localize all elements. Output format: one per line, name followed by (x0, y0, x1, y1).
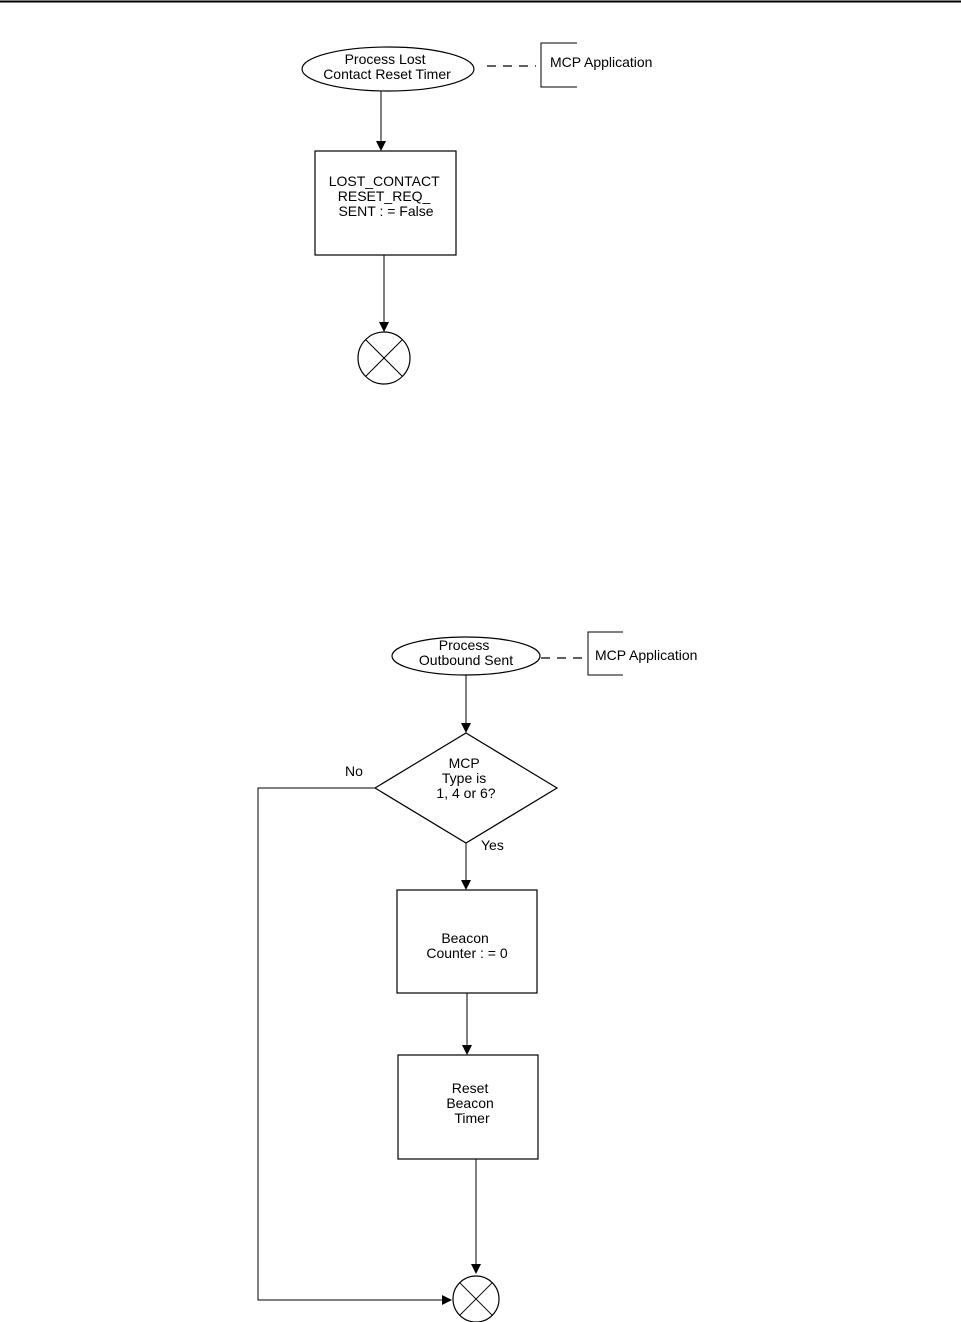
annotation-1-label: MCP Application (550, 54, 652, 70)
process-box-3-line-3: Timer (454, 1110, 490, 1126)
start-terminal-2-line-2: Outbound Sent (419, 652, 513, 668)
process-box-1-line-1: LOST_CONTACT (329, 173, 440, 189)
start-terminal-1: Process Lost Contact Reset Timer (301, 46, 475, 92)
svg-text:LOST_CONTACT RESET_REQ: LOST_CONTACT RESET_REQ_ SENT : = False (329, 173, 444, 219)
start-terminal-2: Process Outbound Sent (391, 636, 541, 676)
connector-no-branch (257, 787, 452, 1305)
svg-text:Process Outbound Sent: Process Outbound Sent (419, 637, 513, 668)
start-terminal-1-line-2: Contact Reset Timer (323, 66, 451, 82)
process-box-2-line-2: Counter : = 0 (426, 945, 508, 961)
process-box-1: LOST_CONTACT RESET_REQ_ SENT : = False (314, 150, 457, 256)
svg-text:MCP Type is 1,: MCP Type is 1, 4 or 6? (436, 755, 495, 801)
svg-text:Process Lost Contact R: Process Lost Contact Reset Timer (323, 51, 451, 82)
process-box-1-line-3: SENT : = False (338, 203, 433, 219)
process-box-2: Beacon Counter : = 0 (396, 889, 538, 994)
start-terminal-2-line-1: Process (439, 637, 490, 653)
end-connector-1 (357, 331, 411, 385)
process-box-3-line-2: Beacon (446, 1095, 493, 1111)
annotation-2-label: MCP Application (595, 647, 697, 663)
svg-text:Reset Beacon T: Reset Beacon Timer (446, 1080, 497, 1126)
start-terminal-1-line-1: Process Lost (345, 51, 426, 67)
end-connector-2 (452, 1275, 500, 1322)
svg-text:Beacon Counter : = 0: Beacon Counter : = 0 (426, 930, 508, 961)
yes-branch-label: Yes (481, 837, 504, 853)
flowchart-2: Process Outbound Sent MCP Application MC… (257, 631, 697, 1322)
process-box-3-line-1: Reset (452, 1080, 489, 1096)
flowchart-1: Process Lost Contact Reset Timer MCP App… (301, 42, 652, 385)
decision-line-2: Type is (442, 770, 486, 786)
process-box-1-line-2: RESET_REQ_ (338, 188, 431, 204)
decision-line-3: 1, 4 or 6? (436, 785, 495, 801)
annotation-1: MCP Application (540, 42, 652, 88)
decision-diamond: MCP Type is 1, 4 or 6? (373, 732, 559, 844)
annotation-2: MCP Application (587, 631, 697, 676)
decision-line-1: MCP (449, 755, 480, 771)
process-box-2-line-1: Beacon (441, 930, 488, 946)
process-box-3: Reset Beacon Timer (397, 1054, 539, 1160)
no-branch-label: No (345, 763, 363, 779)
